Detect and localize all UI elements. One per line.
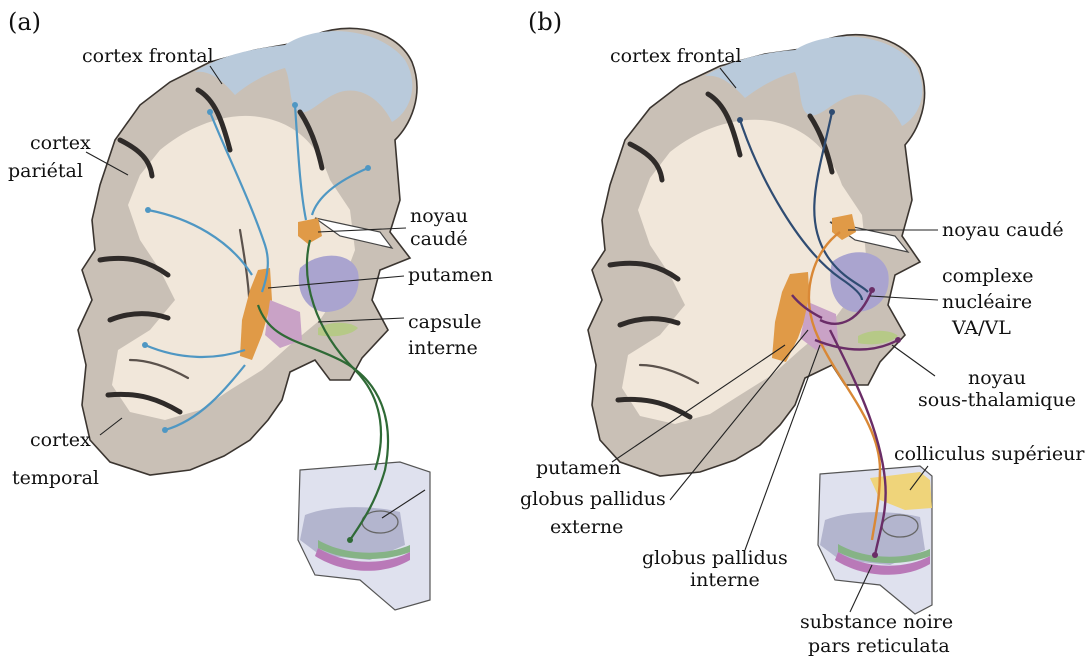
panel-b-tag: (b): [528, 8, 562, 36]
label-complexe-b-line1: complexe: [942, 265, 1034, 287]
label-putamen-a: putamen: [408, 264, 493, 286]
label-cortex-temporal-a-line1: cortex: [30, 429, 91, 451]
label-snr-b-line1: substance noire: [800, 611, 953, 633]
label-capsule-a-line1: capsule: [408, 311, 481, 333]
label-noyau-caude-a-line2: caudé: [410, 228, 468, 250]
label-putamen-b: putamen: [536, 457, 621, 479]
panel-b: (b): [520, 8, 1085, 657]
label-noyau-caude-a-line1: noyau: [410, 205, 468, 227]
label-noyau-caude-b: noyau caudé: [942, 219, 1064, 241]
label-snr-b-line2: pars reticulata: [808, 635, 950, 657]
label-noyau-sous-b-line2: sous-thalamique: [918, 389, 1076, 411]
label-cortex-parietal-a-line2: pariétal: [8, 160, 83, 182]
label-noyau-sous-b-line1: noyau: [968, 367, 1026, 389]
label-gpe-b-line2: externe: [550, 516, 623, 538]
panel-a: (a): [8, 8, 493, 610]
label-capsule-a-line2: interne: [408, 337, 478, 359]
label-complexe-b-line3: VA/VL: [951, 317, 1011, 339]
label-gpe-b-line1: globus pallidus: [520, 488, 666, 510]
label-complexe-b-line2: nucléaire: [942, 291, 1032, 313]
leader-noyau-sous-b: [892, 345, 935, 376]
label-colliculus-b: colliculus supérieur: [894, 443, 1085, 465]
label-gpi-b-line2: interne: [690, 569, 760, 591]
label-gpi-b-line1: globus pallidus: [642, 547, 788, 569]
label-cortex-temporal-a-line2: temporal: [12, 467, 99, 489]
label-cortex-frontal-a: cortex frontal: [82, 45, 214, 67]
panel-a-tag: (a): [8, 8, 41, 36]
label-cortex-frontal-b: cortex frontal: [610, 45, 742, 67]
label-cortex-parietal-a-line1: cortex: [30, 132, 91, 154]
